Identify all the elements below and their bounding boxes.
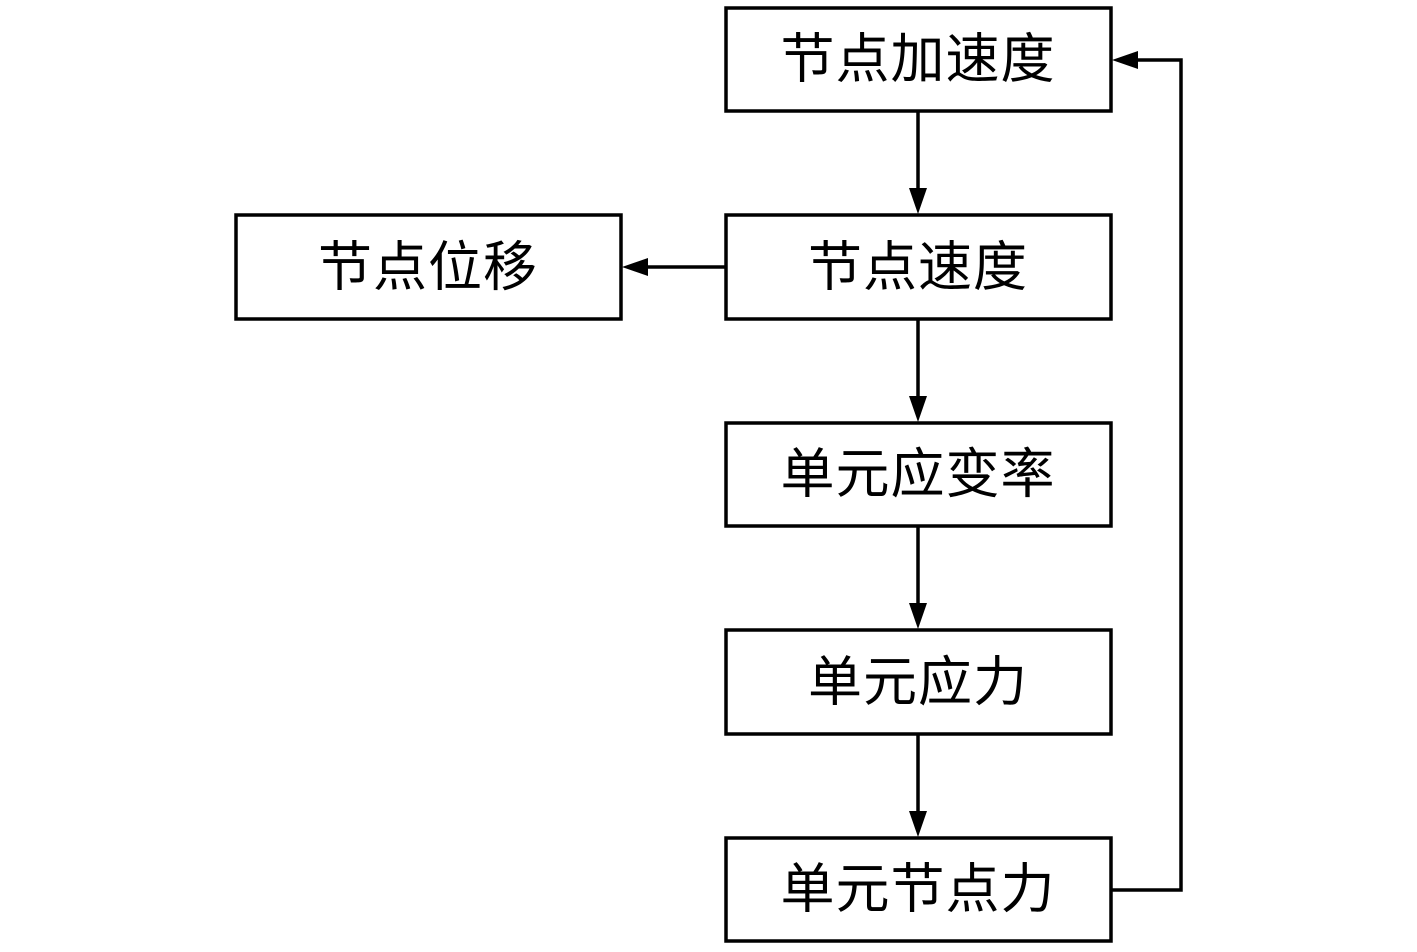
node-accel-box [724, 6, 1113, 113]
connectors [622, 51, 1183, 892]
node-displacement: 节点位移 [234, 213, 623, 321]
node-stress: 单元应力 [724, 628, 1113, 736]
node-accel-label: 节点加速度 [781, 28, 1056, 91]
node-accel: 节点加速度 [724, 6, 1113, 113]
node-nodal-force: 单元节点力 [724, 836, 1113, 943]
edge-nodal-force-to-accel [1111, 58, 1183, 892]
node-nodal-force-label: 单元节点力 [781, 858, 1056, 921]
node-strain-rate: 单元应变率 [724, 421, 1113, 528]
node-displacement-label: 节点位移 [318, 236, 538, 299]
arrowhead-accel-to-velocity [909, 188, 927, 214]
arrowhead-stress-to-nodal-force [909, 811, 927, 837]
node-displacement-box [234, 213, 623, 321]
node-strain-rate-box [724, 421, 1113, 528]
arrowhead-strain-rate-to-stress [909, 603, 927, 629]
node-strain-rate-label: 单元应变率 [781, 443, 1056, 506]
node-velocity-label: 节点速度 [808, 236, 1028, 299]
node-velocity: 节点速度 [724, 213, 1113, 321]
arrowhead-velocity-to-displacement [622, 258, 648, 276]
node-velocity-box [724, 213, 1113, 321]
arrowhead-velocity-to-strain-rate [909, 396, 927, 422]
arrowhead-nodal-force-to-accel [1112, 51, 1138, 69]
node-stress-box [724, 628, 1113, 736]
node-stress-label: 单元应力 [808, 651, 1028, 714]
node-nodal-force-box [724, 836, 1113, 943]
